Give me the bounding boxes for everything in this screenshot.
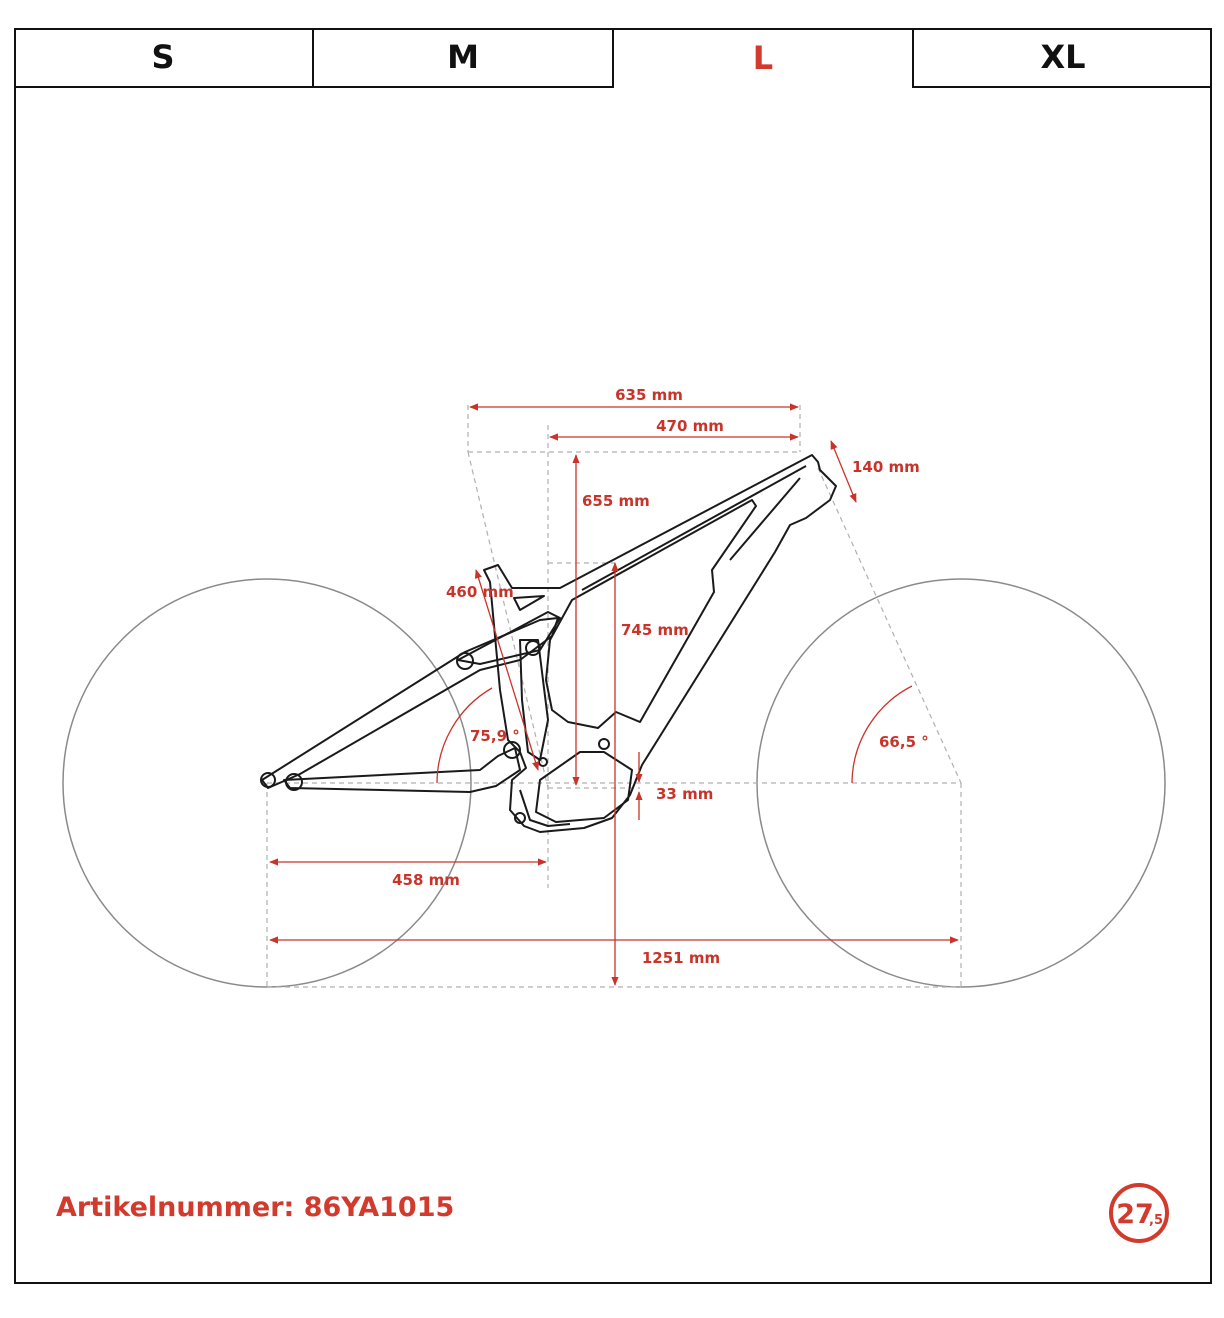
label-stack: 655 mm [582, 492, 650, 510]
tab-size-xl[interactable]: XL [914, 28, 1212, 88]
tab-size-s[interactable]: S [14, 28, 314, 88]
label-standover: 745 mm [621, 621, 689, 639]
label-bb-drop: 33 mm [656, 785, 713, 803]
label-reach-total: 635 mm [615, 386, 683, 404]
wheel-size-sub: ,5 [1149, 1213, 1163, 1228]
tab-size-m[interactable]: M [314, 28, 614, 88]
wheel-size-main: 27 [1116, 1199, 1154, 1230]
label-chainstay: 458 mm [392, 871, 460, 889]
tab-size-l[interactable]: L [614, 28, 914, 88]
label-head-tube: 140 mm [852, 458, 920, 476]
wheel-size-badge: 27 ,5 [1109, 1183, 1169, 1243]
label-seat-tube: 460 mm [446, 583, 514, 601]
size-tabs: S M L XL [14, 28, 1212, 88]
article-number: Artikelnummer: 86YA1015 [56, 1192, 455, 1223]
dimension-lines [269, 403, 959, 986]
label-head-angle: 66,5 ° [879, 733, 929, 751]
label-top-tube: 470 mm [656, 417, 724, 435]
label-seat-angle: 75,9 ° [470, 727, 520, 745]
label-wheelbase: 1251 mm [642, 949, 720, 967]
